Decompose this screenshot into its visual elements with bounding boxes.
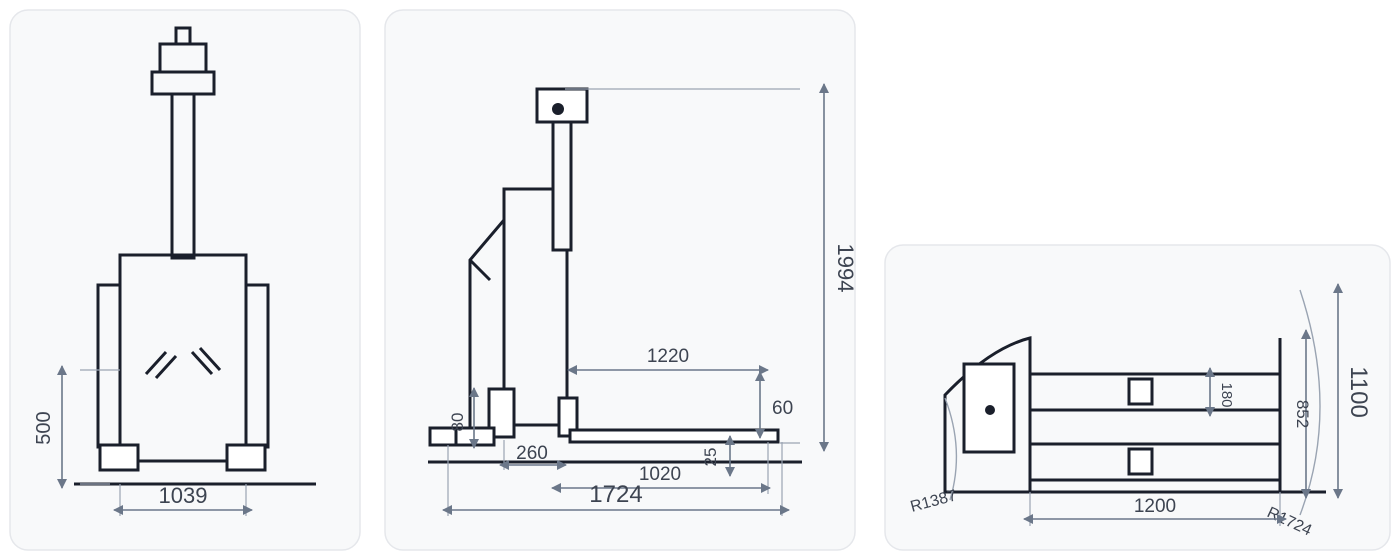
turning-radius-arc	[944, 397, 958, 501]
fork-blade	[568, 428, 780, 444]
front-width-label: 1039	[159, 483, 208, 508]
wheelbase-label: 1020	[639, 464, 681, 485]
mast-pivot-dot	[552, 103, 564, 115]
side-view-panel: 1994 1220 60 80 260 25 1020	[384, 9, 858, 551]
front-view-panel: 500 1039	[9, 9, 361, 551]
left-glass-marks	[144, 350, 178, 380]
fork-lift-height-label: 60	[772, 398, 793, 419]
overall-width-label: 1100	[1345, 366, 1372, 418]
lower-fork-roller	[1127, 447, 1154, 476]
chassis-outline	[943, 336, 1032, 494]
front-height-label: 500	[33, 411, 55, 444]
upper-fork-roller	[1127, 377, 1154, 406]
side-view-dimensions: 1994 1220 60 80 260 25 1020	[442, 83, 858, 516]
handle-grip	[468, 258, 492, 282]
left-wheel	[98, 443, 140, 472]
top-view-stacker	[943, 336, 1326, 494]
side-view-background	[384, 9, 856, 551]
right-glass-marks	[190, 346, 222, 376]
top-fork-length-label: 1200	[1134, 496, 1176, 517]
fork-length-label: 1220	[647, 346, 689, 367]
fork-span-label: 852	[1293, 400, 1312, 428]
top-view-panel: R1387 R1724 1100 852 180 1200	[884, 244, 1391, 551]
wheel-height-label: 80	[448, 413, 467, 432]
drive-unit	[487, 387, 516, 439]
steering-pivot-dot	[985, 405, 995, 415]
fork-width-label: 180	[1218, 382, 1235, 407]
body-rear-wall	[502, 187, 553, 425]
front-view-dimensions: 500 1039	[33, 365, 253, 516]
mast-column	[170, 92, 196, 260]
front-offset-label: 260	[516, 443, 548, 464]
mast-upper-column	[551, 120, 573, 252]
total-height-label: 1994	[833, 244, 858, 293]
ground-clearance-label: 25	[701, 448, 720, 467]
fork-carriage	[557, 396, 579, 438]
right-wheel	[225, 443, 267, 472]
front-view-stacker	[74, 26, 316, 486]
total-length-label: 1724	[589, 481, 642, 508]
drive-unit-top	[962, 362, 1016, 454]
